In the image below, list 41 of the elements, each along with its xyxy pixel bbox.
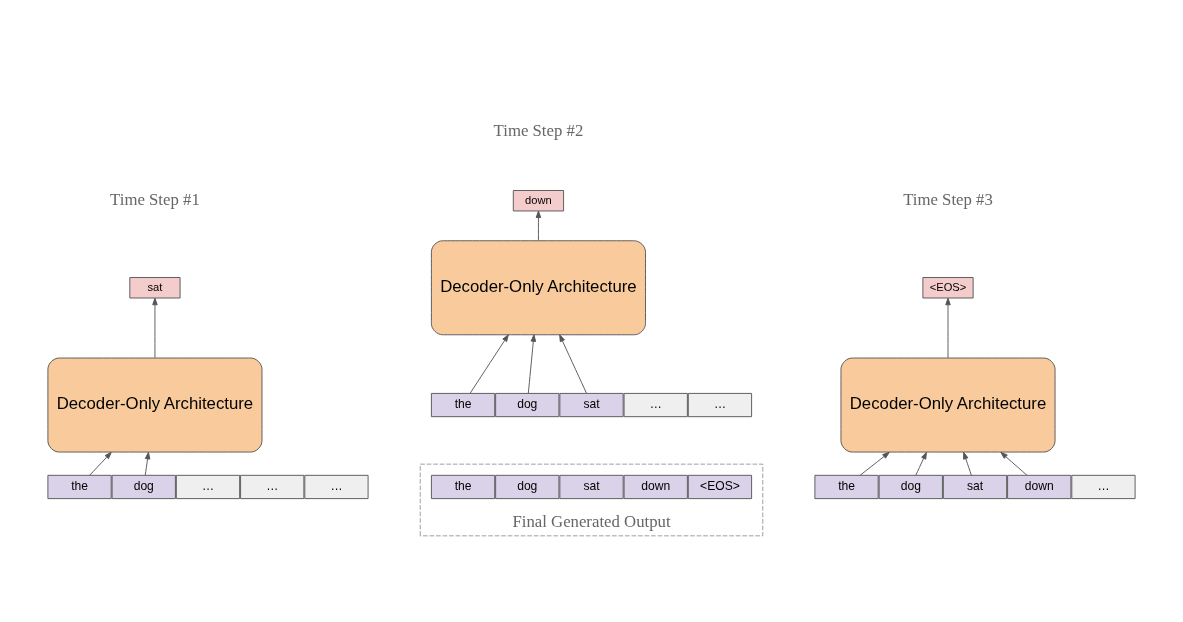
node-box: …	[1071, 474, 1136, 499]
node-box: down	[1007, 474, 1072, 499]
node-box: Decoder-Only Architecture	[47, 357, 263, 453]
node-box: down	[623, 474, 688, 499]
node-box: …	[687, 392, 753, 417]
node-box: sat	[559, 474, 624, 499]
node-box: …	[240, 474, 305, 499]
node-box: the	[430, 392, 496, 417]
node-box: the	[430, 474, 496, 499]
arrow	[527, 333, 537, 393]
node-box: dog	[111, 474, 176, 499]
node-box: dog	[878, 474, 943, 499]
arrow	[859, 451, 890, 476]
node-box: Decoder-Only Architecture	[430, 239, 646, 335]
label: Time Step #2	[493, 120, 584, 140]
node-box: sat	[559, 392, 624, 417]
node-box: Decoder-Only Architecture	[840, 357, 1056, 453]
node-box: the	[814, 474, 879, 499]
arrow	[559, 333, 587, 393]
arrow	[144, 451, 151, 476]
node-box: the	[47, 474, 112, 499]
node-box: <EOS>	[687, 474, 753, 499]
label: Time Step #1	[110, 189, 200, 209]
node-box: …	[623, 392, 688, 417]
arrow	[152, 297, 158, 358]
label: Time Step #3	[903, 189, 993, 209]
node-box: …	[304, 474, 369, 499]
node-box: <EOS>	[922, 276, 974, 298]
node-box: …	[175, 474, 241, 499]
arrow	[1000, 451, 1028, 476]
node-box: dog	[495, 474, 560, 499]
node-box: sat	[129, 276, 181, 298]
node-box: down	[512, 189, 565, 211]
arrow	[945, 297, 951, 358]
node-box: sat	[942, 474, 1008, 499]
arrow	[89, 451, 112, 476]
arrow	[963, 451, 972, 476]
arrow	[535, 210, 542, 241]
arrow	[915, 451, 927, 476]
node-box: dog	[495, 392, 560, 417]
arrow	[469, 333, 509, 393]
